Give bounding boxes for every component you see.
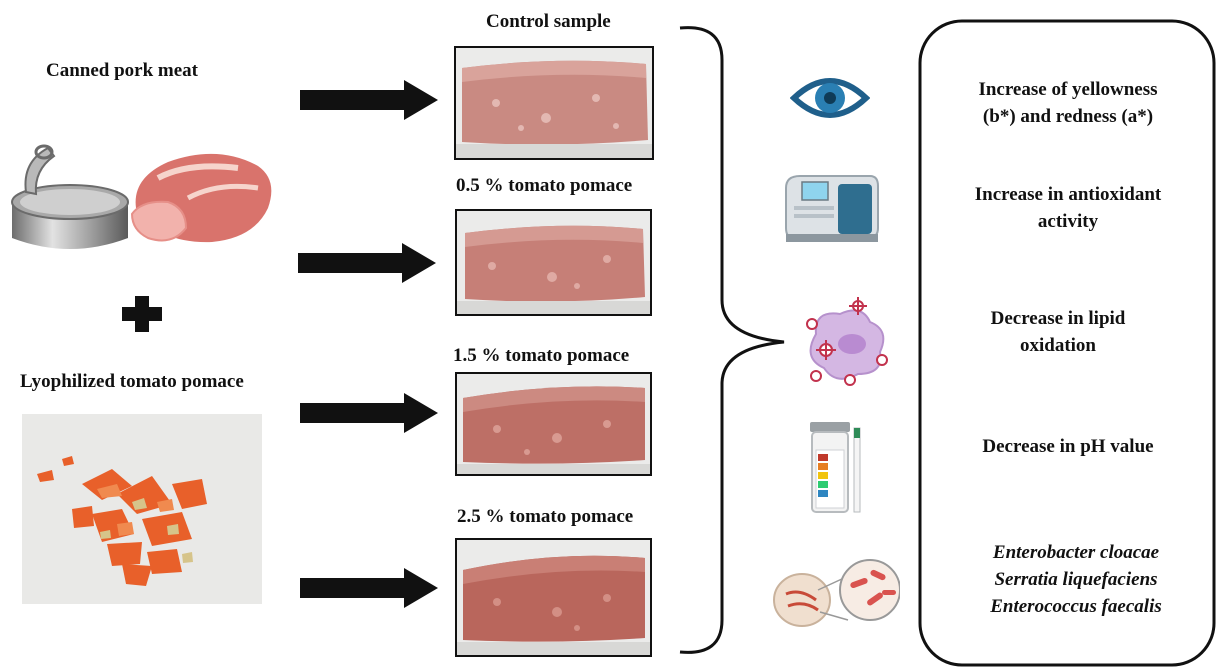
bacteria-enterococcus: Enterococcus faecalis — [990, 596, 1162, 617]
arrow-to-15-percent — [300, 393, 438, 433]
arrow-to-25-percent — [300, 568, 438, 608]
arrow-to-control — [300, 80, 438, 120]
effect-ph-line1: Decrease in pH value — [982, 436, 1154, 457]
effect-color-line1: Increase of yellowness — [978, 79, 1158, 100]
ph-test-strip-icon — [810, 422, 861, 513]
effects-box — [918, 19, 1216, 667]
effect-lipid-line2: oxidation — [1019, 335, 1097, 356]
effect-color: Increase of yellowness (b*) and redness … — [930, 76, 1206, 130]
effect-antioxidant-line1: Increase in antioxidant — [974, 184, 1162, 205]
sample-25-photo — [455, 538, 652, 657]
canned-pork-meat-label: Canned pork meat — [46, 60, 199, 81]
oxidized-cell-icon — [806, 297, 888, 386]
arrow-to-05-percent — [298, 243, 436, 283]
lyophilized-tomato-pomace-label: Lyophilized tomato pomace — [20, 371, 244, 392]
sample-05-photo — [455, 209, 652, 316]
sample-25-label: 2.5 % tomato pomace — [457, 506, 634, 527]
eye-icon — [790, 78, 870, 118]
effect-antioxidant: Increase in antioxidant activity — [930, 181, 1206, 235]
effect-antioxidant-line2: activity — [1037, 211, 1099, 232]
sample-15-photo — [455, 372, 652, 476]
curly-brace — [679, 26, 785, 654]
can-icon — [11, 144, 129, 249]
bacteria-enterobacter: Enterobacter cloacae — [992, 542, 1160, 563]
effect-bacteria: Enterobacter cloacae Serratia liquefacie… — [938, 539, 1214, 620]
sample-05-label: 0.5 % tomato pomace — [456, 175, 633, 196]
tomato-pomace-photo — [22, 414, 262, 604]
effect-ph: Decrease in pH value — [930, 433, 1206, 460]
bacteria-petri-dish-icon — [773, 559, 900, 627]
sample-15-label: 1.5 % tomato pomace — [453, 345, 630, 366]
effect-lipid-line1: Decrease in lipid — [990, 308, 1126, 329]
effect-color-line2: (b*) and redness (a*) — [982, 106, 1154, 127]
control-sample-label: Control sample — [486, 11, 611, 32]
effect-lipid-oxidation: Decrease in lipid oxidation — [920, 305, 1196, 359]
spectrophotometer-icon — [785, 175, 879, 242]
control-sample-photo — [454, 46, 654, 160]
plus-icon — [122, 296, 162, 332]
pork-meat-icon — [130, 153, 272, 243]
bacteria-serratia: Serratia liquefaciens — [994, 569, 1158, 590]
